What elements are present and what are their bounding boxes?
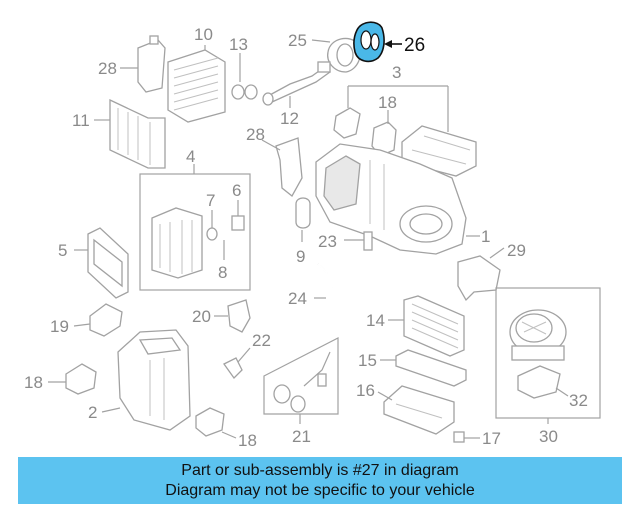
caption-line-1: Part or sub-assembly is #27 in diagram: [181, 462, 459, 479]
part-29-shape: [261, 137, 303, 197]
part-6-shape: [231, 215, 245, 231]
callout-29: 28: [246, 125, 265, 144]
callout-14: 14: [366, 311, 385, 330]
part-23-shape: [223, 347, 251, 380]
part-24-shape: [344, 231, 373, 251]
part-26-shape: [311, 37, 361, 73]
part-5-shape: [74, 227, 129, 299]
part-15-shape: [380, 349, 467, 387]
callout-28: 28: [98, 59, 117, 78]
part-1-shape: [315, 143, 480, 255]
callout-17: 17: [482, 429, 501, 448]
part-17-shape: [453, 431, 480, 443]
part-18-bottom-shape: [48, 363, 97, 395]
callout-15: 15: [358, 351, 377, 370]
callout-2: 2: [88, 403, 97, 422]
part-19-shape: [195, 407, 237, 439]
part-31-blower: [509, 309, 567, 361]
part-12-shape: [262, 61, 331, 108]
callout-6: 6: [232, 181, 241, 200]
caption-line-2: Diagram may not be specific to your vehi…: [165, 482, 475, 499]
part-13-shape: [231, 53, 258, 100]
part-18-top-shape: [371, 110, 397, 157]
callout-18-bottom: 18: [24, 373, 43, 392]
part-20-shape: [73, 303, 123, 337]
part-7-shape: [206, 227, 218, 241]
part-32-shape: [517, 365, 569, 399]
callout-16: 16: [356, 381, 375, 400]
part-14-shape: [388, 295, 465, 357]
callout-8: 8: [218, 263, 227, 282]
part-4-core: [151, 207, 203, 279]
callout-12: 12: [280, 109, 299, 128]
part-10-shape: [167, 45, 226, 123]
callout-3: 3: [392, 63, 401, 82]
part-3-lead: [347, 85, 449, 132]
part-4-box: [139, 173, 251, 291]
callout-13: 13: [229, 35, 248, 54]
callout-10: 10: [194, 25, 213, 44]
callout-11: 11: [72, 111, 90, 130]
part-3-tray: [401, 125, 477, 177]
callout-22: 21: [292, 427, 311, 446]
callout-21: 20: [192, 307, 211, 326]
callout-25: 24: [288, 289, 307, 308]
callout-27: 26: [404, 35, 425, 56]
part-9-shape: [295, 197, 311, 242]
part-27-shape: [353, 21, 402, 63]
callout-1: 1: [481, 227, 490, 246]
callout-32: 32: [569, 391, 588, 410]
part-3-bracket: [333, 107, 361, 139]
part-22-group: [263, 337, 339, 424]
info-banner: Part or sub-assembly is #27 in diagram D…: [18, 457, 622, 504]
part-30-shape: [457, 247, 505, 302]
part-16-shape: [377, 385, 455, 435]
parts-diagram: 10 28 11 13 25 26: [24, 21, 601, 450]
callout-19: 18: [238, 431, 257, 450]
callout-5: 5: [58, 241, 67, 260]
callout-20: 19: [50, 317, 69, 336]
part-2-shape: [101, 329, 191, 431]
callout-4: 4: [186, 147, 195, 166]
part-11-shape: [94, 98, 166, 169]
callout-7: 7: [206, 191, 215, 210]
part-28-shape: [120, 35, 166, 93]
callout-23: 22: [252, 331, 271, 350]
part-21-shape: [214, 299, 251, 333]
callout-31: 30: [539, 427, 558, 446]
callout-30: 29: [507, 241, 526, 260]
callout-9: 9: [296, 247, 305, 266]
part-25-shape: [314, 263, 334, 323]
callout-26: 25: [288, 31, 307, 50]
callout-18-top: 18: [378, 93, 397, 112]
callout-24: 23: [318, 232, 337, 251]
